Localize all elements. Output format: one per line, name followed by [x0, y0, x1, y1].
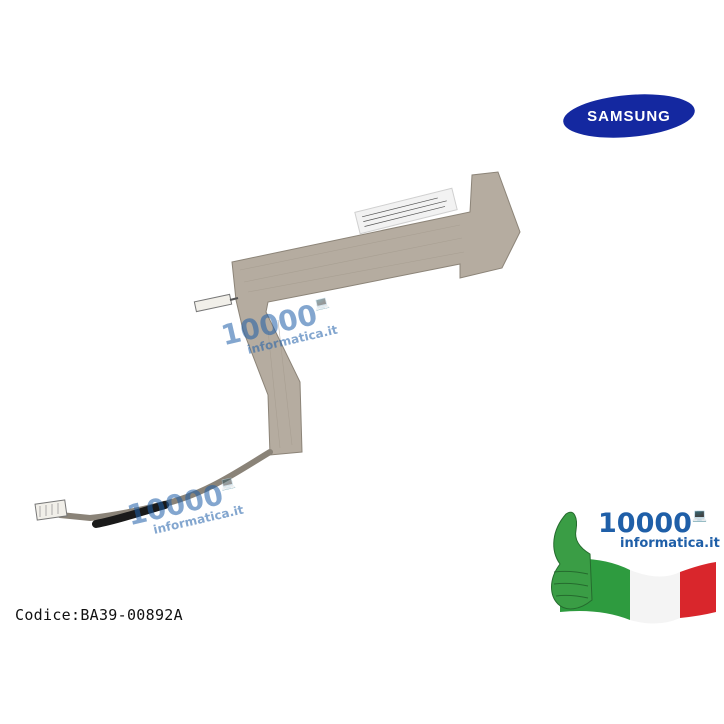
- laptop-icon: 💻: [218, 474, 237, 492]
- seal-domain: informatica.it: [620, 536, 720, 551]
- seal-number: 10000: [598, 508, 692, 539]
- samsung-logo: SAMSUNG: [562, 93, 696, 139]
- seal-watermark: 10000💻 informatica.it: [598, 508, 720, 551]
- product-code-label: Codice:BA39-00892A: [15, 606, 183, 624]
- flag-white: [630, 570, 680, 624]
- italian-flag-thumb-seal: [530, 500, 720, 630]
- thumb-icon: [551, 511, 593, 610]
- laptop-icon: 💻: [312, 294, 331, 312]
- svg-text:SAMSUNG: SAMSUNG: [587, 108, 671, 125]
- flag-red: [680, 562, 716, 618]
- flat-cable: [231, 171, 521, 456]
- laptop-icon: 💻: [691, 508, 707, 522]
- side-connector: [193, 293, 233, 313]
- end-connector: [34, 499, 68, 521]
